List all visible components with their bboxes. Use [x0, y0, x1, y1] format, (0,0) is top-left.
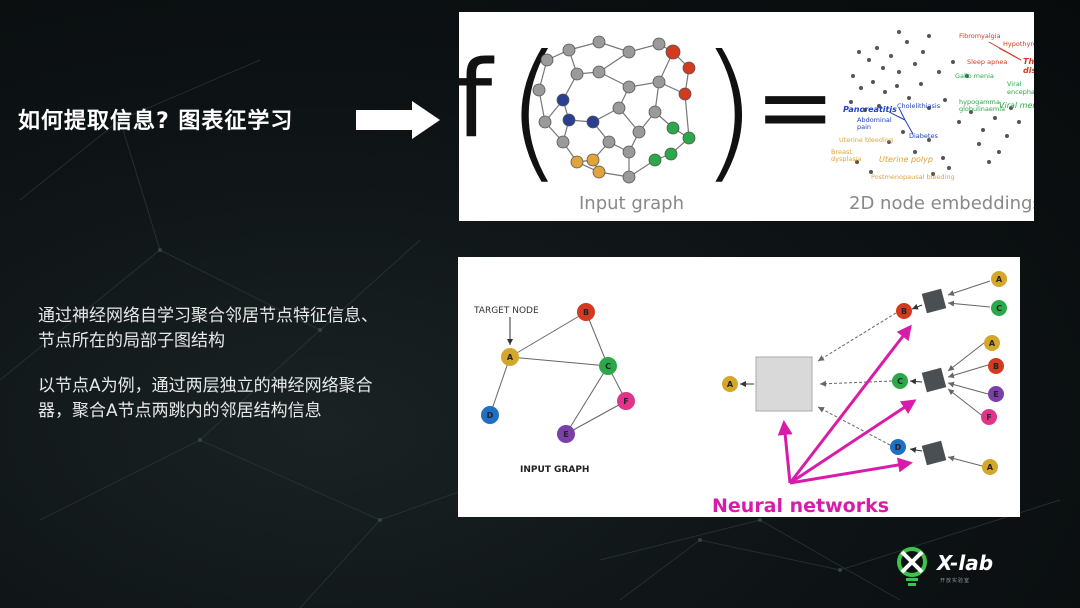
label-postmenopausal-bleeding: Postmenopausal bleeding	[871, 173, 955, 181]
leaf-node-a-3: A	[987, 463, 994, 472]
right-parenthesis: )	[699, 24, 758, 198]
right-arrow-icon	[356, 101, 440, 139]
leaf-node-b: B	[993, 362, 999, 371]
label-hypothyroid: Hypothyroid	[1003, 40, 1034, 48]
graph-embedding-figure: f ( ) =	[455, 12, 1062, 221]
label-disease: disease	[1023, 66, 1034, 75]
label-thyroid: Thyroid	[1023, 57, 1034, 66]
input-node-d: D	[487, 411, 494, 420]
label-fibromyalgia: Fibromyalgia	[959, 32, 1001, 40]
input-node-e: E	[563, 430, 568, 439]
label-uterine-polyp: Uterine polyp	[879, 155, 933, 164]
target-node-label: TARGET NODE	[473, 306, 539, 316]
input-node-c: C	[605, 362, 611, 371]
label-pancreatitis: Pancreatitis	[843, 105, 897, 114]
embeddings-caption: 2D node embeddings	[849, 193, 1034, 214]
input-graph	[532, 35, 696, 184]
label-viral: Viral	[1007, 80, 1022, 88]
leaf-node-f: F	[986, 413, 991, 422]
tree-node-d: D	[895, 443, 902, 452]
function-symbol: f	[459, 38, 495, 161]
xlab-logo-icon	[897, 547, 927, 586]
label-cholelithiasis: Cholelithiasis	[897, 102, 941, 110]
neural-networks-label: Neural networks	[712, 495, 889, 517]
label-encephalitis: encephalitis	[1007, 88, 1034, 96]
xlab-logo-text: X-lab	[937, 551, 994, 575]
label-diabetes: Diabetes	[909, 132, 938, 140]
label-pain: pain	[857, 123, 871, 131]
tree-node-b: B	[901, 307, 907, 316]
label-abdominal: Abdominal	[857, 116, 892, 124]
leaf-node-c: C	[996, 304, 1002, 313]
central-aggregator-box	[755, 356, 813, 412]
label-globulinaemia: globulinaemia	[959, 105, 1005, 113]
paragraph-neighbor-aggregation: 通过神经网络自学习聚合邻居节点特征信息、节点所在的局部子图结构	[38, 306, 378, 351]
output-node-a: A	[727, 380, 734, 389]
input-graph-caption: Input graph	[579, 193, 684, 214]
input-node-b: B	[583, 308, 589, 317]
second-layer-aggregators	[921, 288, 947, 466]
input-node-a: A	[507, 353, 514, 362]
label-gallo-menia: Gallo menia	[955, 72, 994, 80]
embedding-labels: Fibromyalgia Hypothyroid Sleep apnea Thy…	[831, 32, 1062, 181]
graph-embedding-svg: f ( ) =	[455, 24, 1062, 214]
leaf-node-e: E	[993, 390, 998, 399]
label-dysplasia: dysplasia	[831, 155, 861, 163]
neural-network-arrows	[777, 324, 917, 485]
label-breast: Breast	[831, 148, 852, 156]
label-viral-meningitis: Viral meningitis	[999, 101, 1034, 110]
label-sleep-apnea: Sleep apnea	[967, 58, 1007, 66]
neural-aggregation-figure: TARGET NODE A B C D E F INPUT GRAPH	[458, 257, 1020, 517]
neural-aggregation-svg: TARGET NODE A B C D E F INPUT GRAPH	[473, 271, 1007, 517]
input-graph-label: INPUT GRAPH	[520, 465, 589, 475]
label-hypogamma: hypogamma	[959, 98, 1000, 106]
input-node-f: F	[623, 397, 628, 406]
equals-sign: =	[755, 51, 835, 163]
tree-node-c: C	[897, 377, 903, 386]
leaf-node-a-2: A	[989, 339, 996, 348]
slide-title: 如何提取信息? 图表征学习	[18, 109, 294, 134]
xlab-logo-subtitle: 开放实验室	[940, 578, 971, 584]
label-uterine-bleeding: Uterine bleeding	[839, 136, 893, 144]
leaf-node-a-1: A	[996, 275, 1003, 284]
embedding-scatter	[849, 30, 1021, 176]
paragraph-two-layer-aggregator: 以节点A为例，通过两层独立的神经网络聚合器，聚合A节点两跳内的邻居结构信息	[38, 376, 373, 421]
